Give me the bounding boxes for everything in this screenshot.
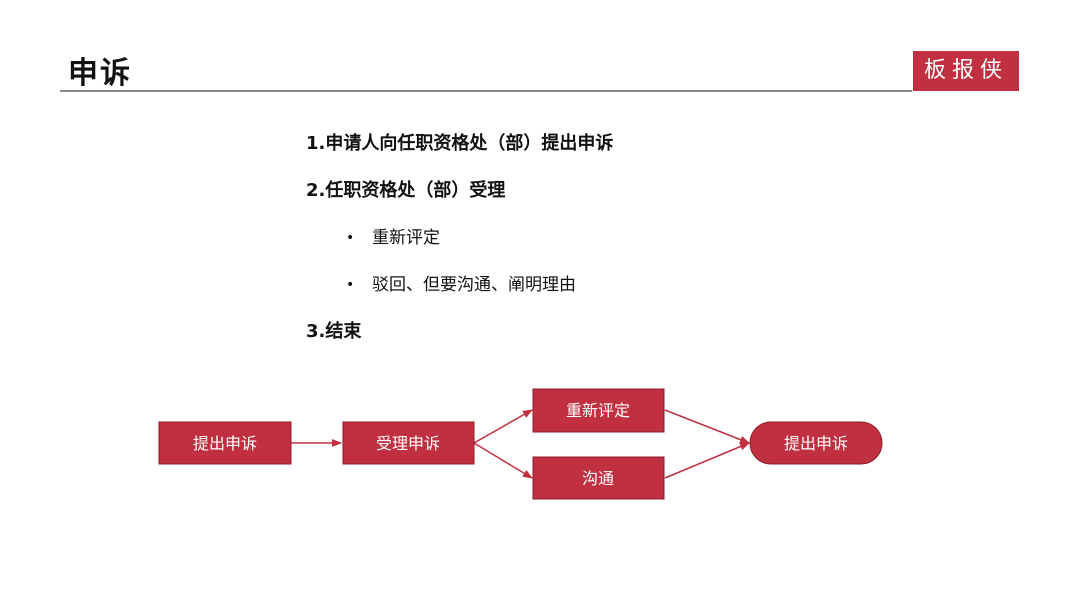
brand-logo: 板报侠 [912,50,1020,92]
arrow-communicate-to-final [664,442,750,479]
title-divider [60,90,912,92]
flow-node-communicate: 沟通 [532,456,665,500]
page-title: 申诉 [68,56,132,91]
content-list: 1.申请人向任职资格处（部）提出申诉 2.任职资格处（部）受理 • 重新评定 •… [306,128,613,363]
flow-node-label: 提出申诉 [193,434,257,453]
flow-node-label: 受理申诉 [376,434,440,453]
bullet-icon: • [346,230,355,246]
flow-node-reassess: 重新评定 [532,388,665,433]
arrow-accept-to-communicate [473,442,533,479]
flow-node-final: 提出申诉 [749,421,883,465]
bullet-item: • 驳回、但要沟通、阐明理由 [306,269,613,316]
flow-node-label: 重新评定 [566,401,630,420]
bullet-text: 驳回、但要沟通、阐明理由 [372,275,576,295]
step-3: 3.结束 [306,321,362,342]
flow-node-accept: 受理申诉 [342,421,475,465]
bullet-text: 重新评定 [372,228,440,248]
step-2: 2.任职资格处（部）受理 [306,180,506,201]
arrow-reassess-to-final [664,409,750,444]
bullet-item: • 重新评定 [306,222,613,269]
bullet-icon: • [346,277,355,293]
flow-node-label: 沟通 [582,469,614,488]
step-1: 1.申请人向任职资格处（部）提出申诉 [306,133,614,154]
flow-node-submit: 提出申诉 [158,421,292,465]
flow-node-label: 提出申诉 [784,434,848,453]
arrow-accept-to-reassess [473,409,533,444]
